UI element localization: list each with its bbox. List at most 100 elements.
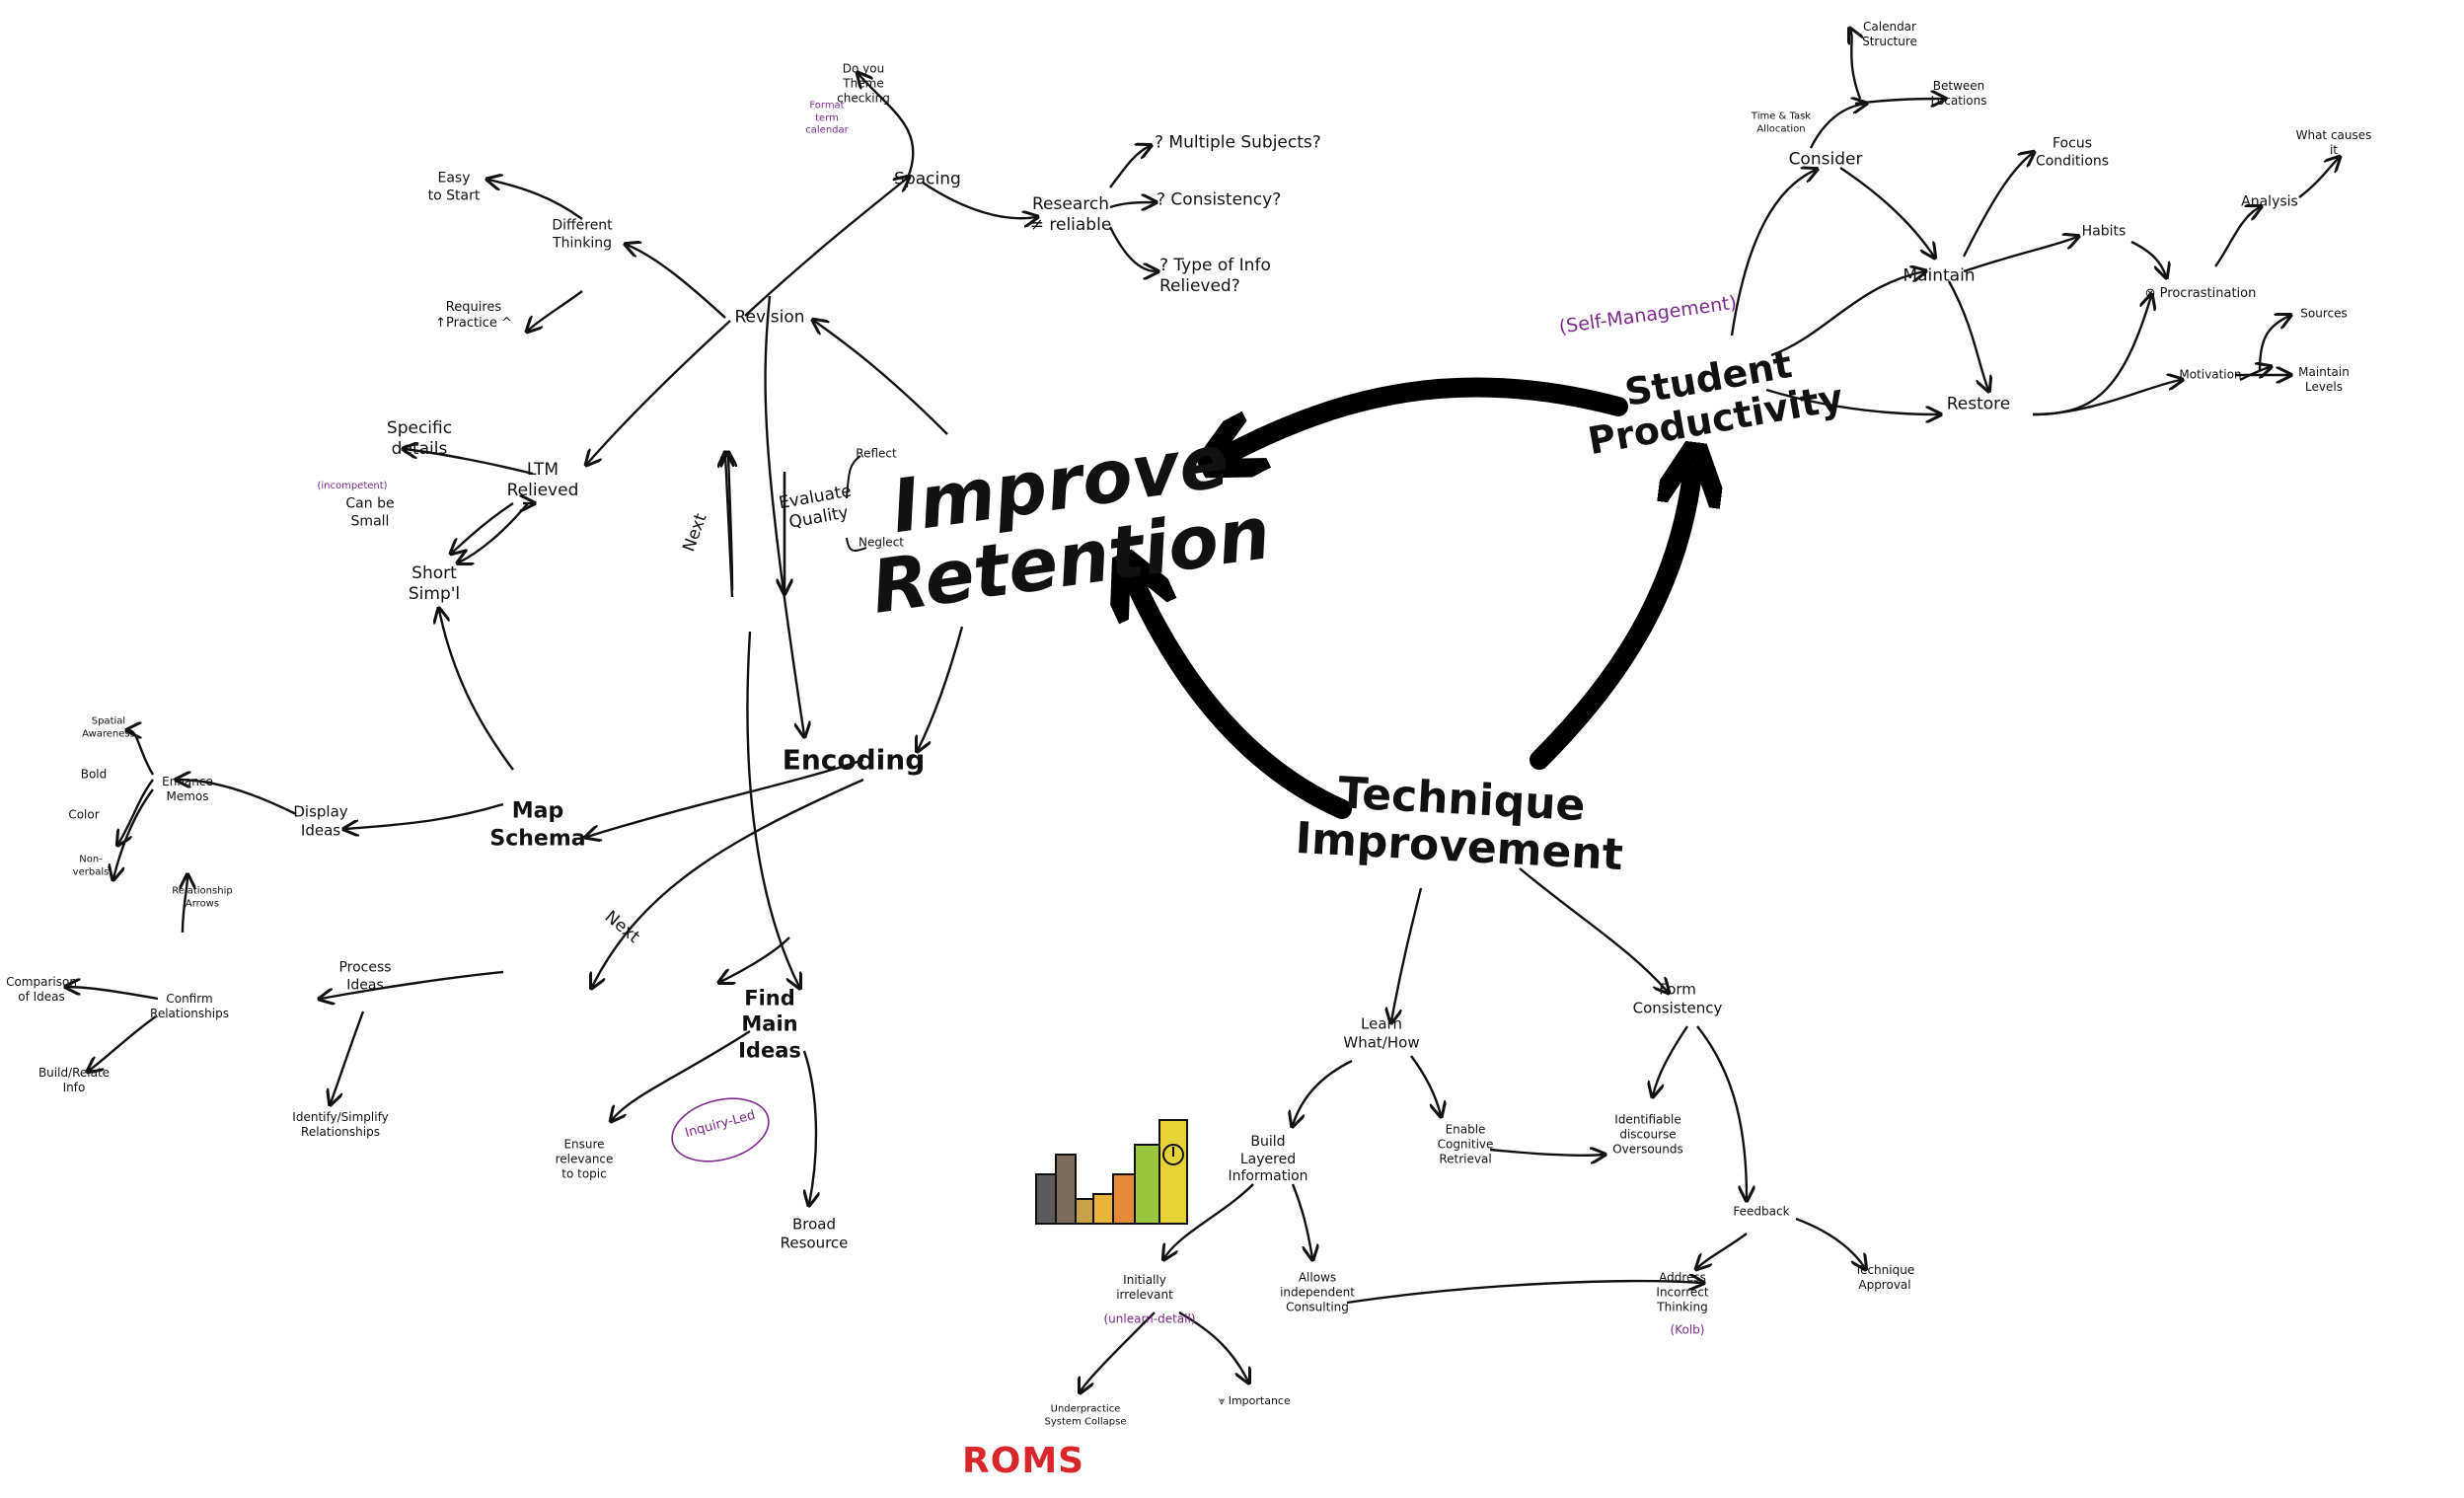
text-1: Focus (2053, 135, 2092, 152)
node-underpractice: Underpractice System Collapse (1045, 1404, 1127, 1429)
text-1: Maintain (2298, 365, 2350, 379)
node-calendar-structure: Calendar Structure (1862, 20, 1917, 49)
text-2: verbals (72, 866, 110, 877)
text-3: Oversounds (1612, 1142, 1683, 1157)
text-2: Relationships (301, 1125, 380, 1139)
text-1: LTM (526, 459, 560, 480)
text-2: Resource (780, 1234, 849, 1251)
text-2: discourse (1619, 1127, 1677, 1142)
text-2: Locations (1930, 94, 1987, 108)
text-2: Info (62, 1081, 86, 1094)
node-confirm-relationships: Confirm Relationships (150, 992, 229, 1021)
node-build-layered: Build Layered Information (1228, 1134, 1307, 1186)
text-1: Format (809, 100, 845, 112)
text-1: Specific (386, 417, 453, 438)
text-2: Relieved? (1159, 276, 1240, 296)
text-2: Theme (843, 76, 884, 91)
node-what-causes: What causes it (2296, 128, 2372, 158)
node-procrastination: ⊗ Procrastination (2144, 285, 2257, 301)
text-2: Simp'l (408, 584, 461, 604)
text-2: Approval (1858, 1278, 1911, 1292)
text-3: Ideas (738, 1038, 801, 1063)
node-enable-cognitive: Enable Cognitive Retrieval (1438, 1123, 1494, 1167)
text-2: Cognitive (1437, 1137, 1494, 1152)
text-1: Comparison (6, 975, 77, 989)
text-3: Consulting (1286, 1300, 1349, 1314)
text-2: details (391, 439, 448, 459)
node-between-locations: Between Locations (1930, 79, 1986, 109)
text-2: Structure (1862, 35, 1917, 48)
node-kolb: (Kolb) (1670, 1322, 1705, 1337)
node-unlearn-detail: (unlearn-detail) (1103, 1311, 1196, 1326)
text-2: Main (741, 1011, 798, 1036)
node-enhance-memos: Enhance Memos (162, 775, 213, 804)
node-initially-irrelevant: Initially irrelevant (1116, 1273, 1173, 1303)
node-type-of-info: ? Type of Info Relieved? (1159, 256, 1271, 298)
text-2: Layered (1239, 1151, 1297, 1167)
text-2: it (2329, 143, 2339, 157)
text-1: Ensure (563, 1137, 605, 1152)
evaluate-branches (846, 455, 867, 552)
text-3: checking (837, 91, 890, 106)
text-1: Between (1932, 79, 1985, 93)
node-incompetent: (incompetent) (317, 480, 388, 491)
text-1: Find (744, 986, 795, 1011)
text-1: Requires (445, 299, 502, 315)
node-process-ideas: Process Ideas (338, 960, 391, 995)
text-1: Non- (79, 854, 103, 865)
text-2: of Ideas (18, 990, 65, 1004)
node-address-incorrect: Address Incorrect Thinking (1656, 1271, 1708, 1315)
text-3: Thinking (1657, 1300, 1708, 1314)
text-3: to topic (561, 1166, 607, 1181)
node-specific-details: Specific details (387, 418, 452, 461)
node-find-main-ideas: Find Main Ideas (738, 986, 801, 1064)
node-comparison-of-ideas: Comparison of Ideas (6, 975, 77, 1005)
node-form-consistency: Form Consistency (1633, 980, 1723, 1017)
text-2: Ideas (300, 821, 341, 839)
node-requires-practice: Requires ↑Practice ^ (435, 300, 512, 333)
text-1: Learn (1361, 1014, 1402, 1033)
text-2: Ideas (346, 977, 384, 993)
node-broad-resource: Broad Resource (781, 1215, 849, 1252)
text-2: Consistency (1632, 999, 1723, 1016)
node-do-you-theme-checking: Do you Theme checking (837, 62, 890, 107)
text-1: Easy (437, 170, 471, 187)
inquiry-led-ellipse (671, 1097, 770, 1162)
node-short-simple: Short Simp'l (409, 563, 460, 606)
node-ltm-relieved: LTM Relieved (507, 460, 579, 502)
arrow-technique-to-productivity (1530, 474, 1692, 770)
text-2: System Collapse (1044, 1416, 1127, 1427)
node-non-verbals: Non- verbals (73, 855, 110, 879)
node-motivation: Motivation (2179, 367, 2242, 382)
text-1: Display (293, 802, 348, 821)
node-format-term-calendar: Format term calendar (805, 100, 848, 137)
node-identify-simplify: Identify/Simplify Relationships (292, 1110, 388, 1140)
node-learn: Learn What/How (1343, 1014, 1419, 1052)
node-technique-improvement: Technique Improvement (1295, 768, 1627, 881)
text-2: Incorrect (1656, 1285, 1709, 1300)
text-2: relevance (555, 1152, 614, 1166)
node-importance: ⩔ Importance (1219, 1394, 1291, 1408)
next-arrows (725, 454, 784, 598)
node-analysis: Analysis (2241, 193, 2298, 210)
text-1: Calendar (1863, 20, 1916, 34)
arrow-productivity-to-retention (1229, 377, 1628, 454)
text-2: Arrows (185, 898, 220, 909)
node-neglect: Neglect (859, 535, 904, 550)
text-1: Identifiable (1614, 1112, 1681, 1127)
text-1: Map (511, 798, 564, 824)
node-build-relate-info: Build/Relate Info (38, 1066, 110, 1095)
text-2: independent (1280, 1285, 1355, 1300)
text-2: Relationships (150, 1007, 229, 1020)
text-2: Small (350, 513, 390, 529)
text-2: Levels (2305, 380, 2343, 394)
node-color: Color (68, 807, 100, 822)
text-2: to Start (427, 187, 481, 203)
text-2: term (815, 112, 839, 123)
text-1: Address (1659, 1270, 1706, 1285)
text-1: Allows (1298, 1270, 1337, 1285)
text-1: Relationship (172, 885, 233, 897)
text-1: Do you (842, 61, 885, 76)
text-1: Build (1250, 1133, 1286, 1150)
